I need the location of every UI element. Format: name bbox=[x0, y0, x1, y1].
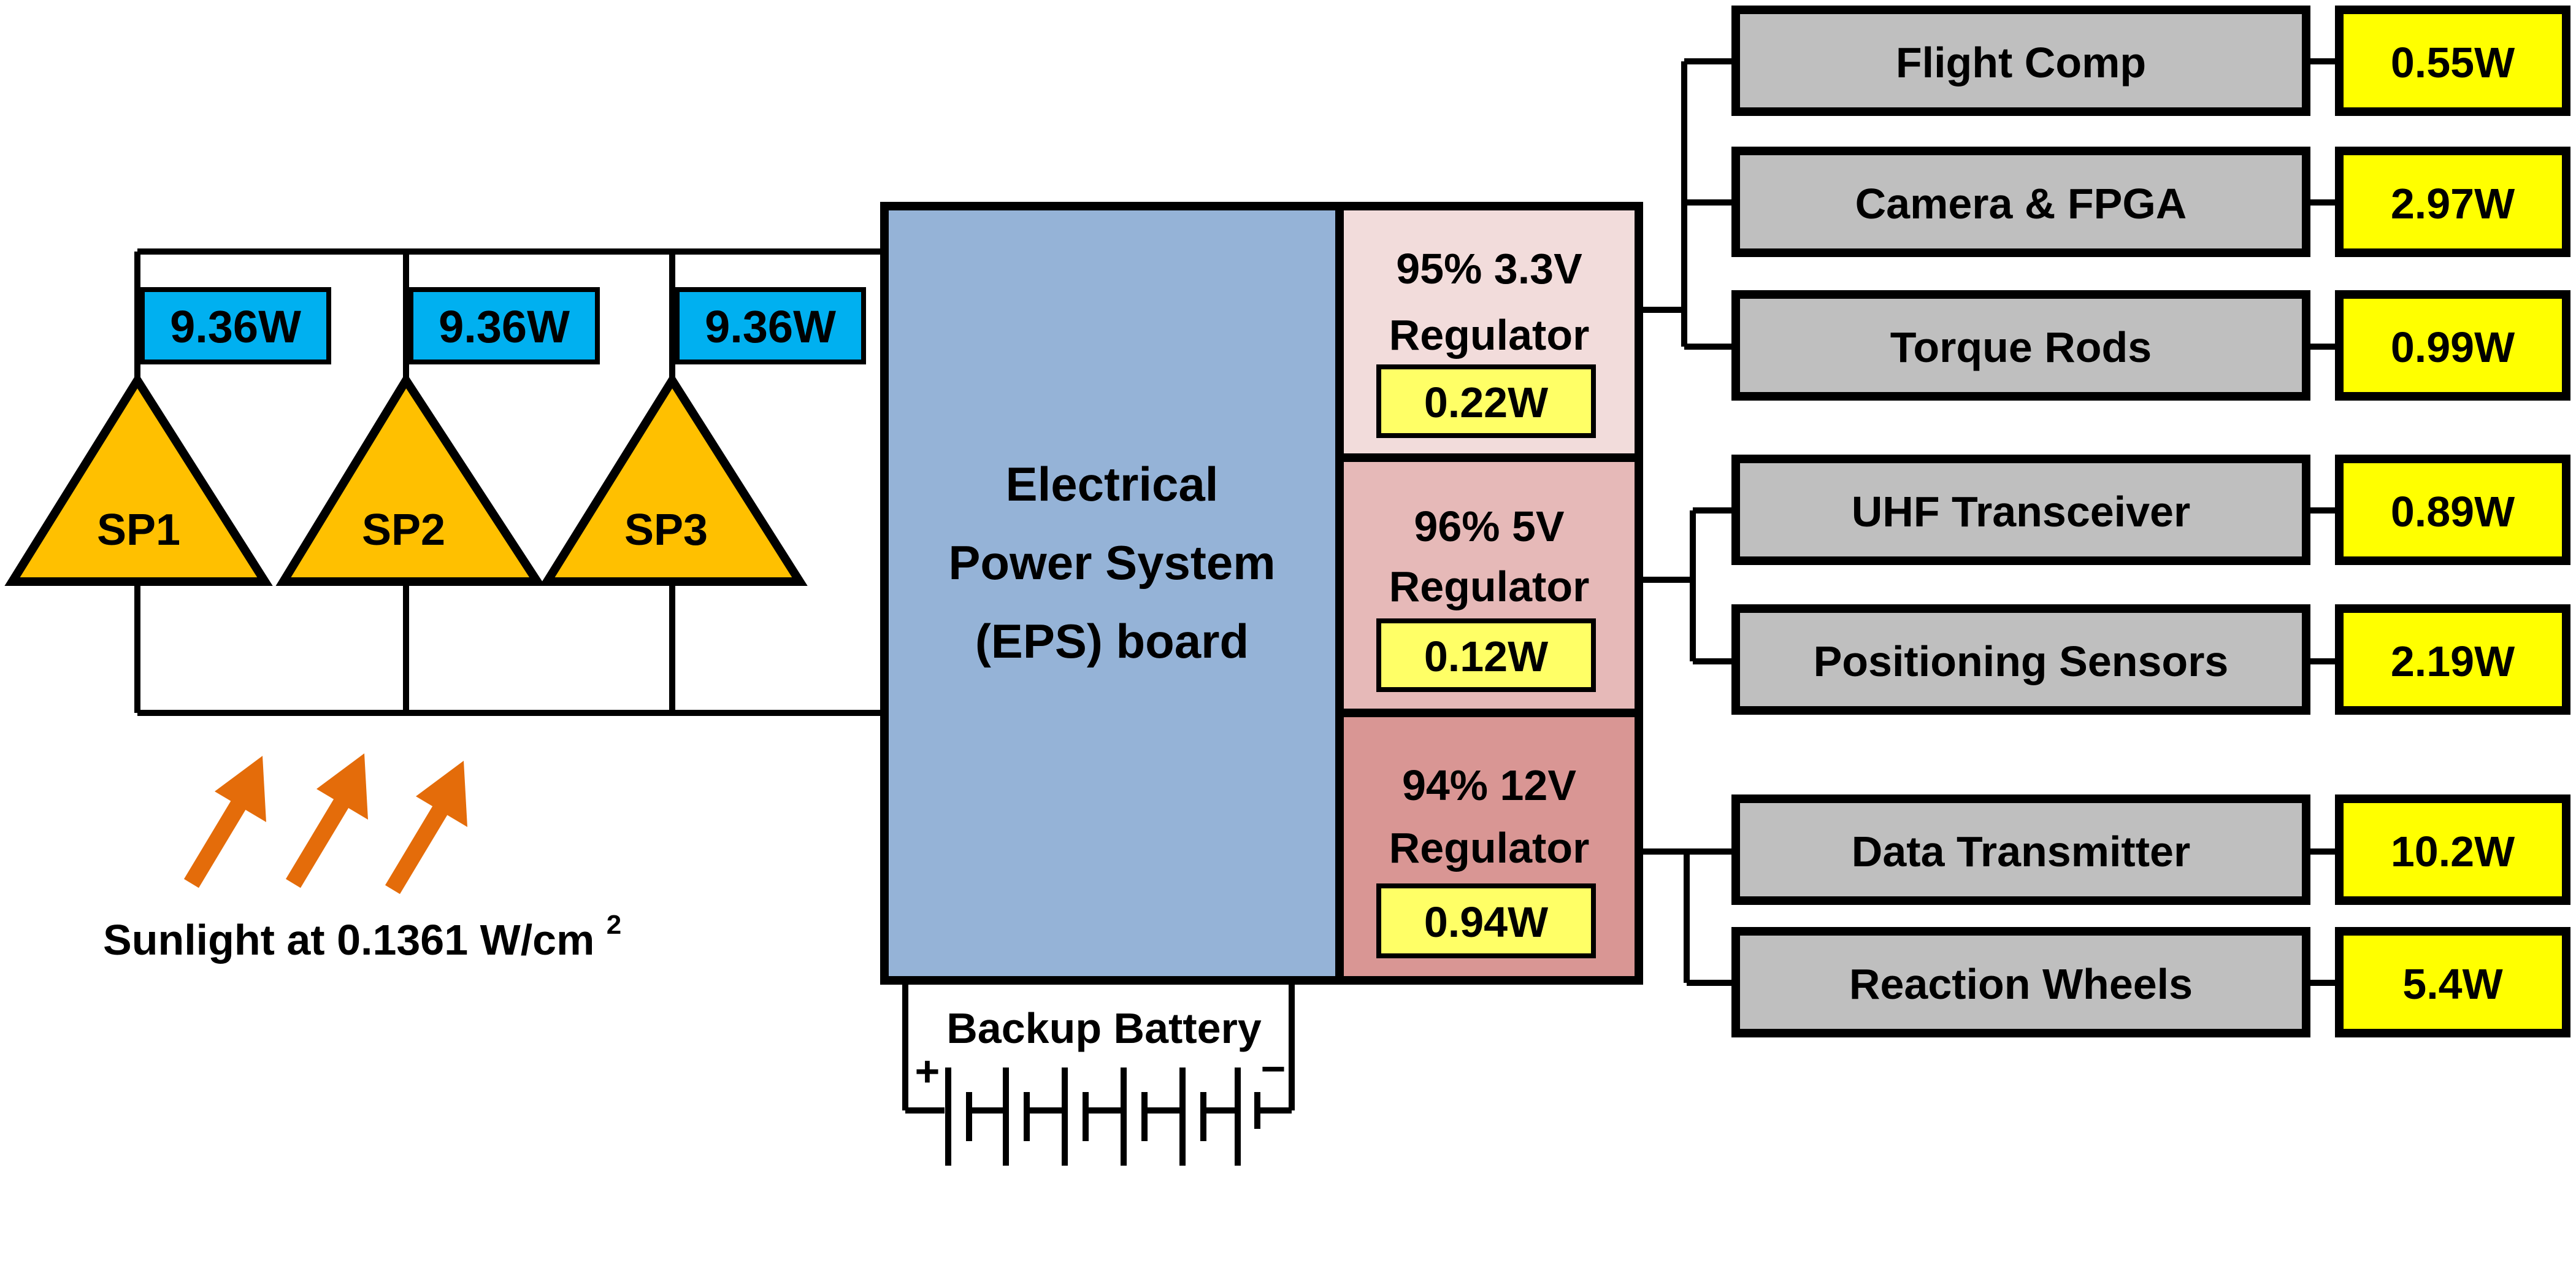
load-camera-fpga: Camera & FPGA 2.97W bbox=[1731, 147, 2570, 257]
sunlight-label-superscript: 2 bbox=[607, 910, 621, 940]
solar-panel-power: 9.36W bbox=[439, 301, 570, 352]
regulator-loss-box bbox=[1376, 618, 1596, 692]
load-power-box bbox=[2335, 6, 2570, 116]
regulator-loss: 0.22W bbox=[1424, 379, 1548, 426]
load-power: 10.2W bbox=[2391, 828, 2515, 875]
load-name: Torque Rods bbox=[1890, 323, 2152, 371]
regulator-label: Regulator bbox=[1389, 824, 1590, 872]
solar-panel-label: SP1 bbox=[97, 506, 180, 555]
load-box bbox=[1731, 290, 2310, 401]
load-power: 0.99W bbox=[2391, 323, 2515, 371]
load-box bbox=[1731, 6, 2310, 116]
regulator-3v3: 95% 3.3V Regulator 0.22W bbox=[1335, 202, 1643, 462]
load-box bbox=[1731, 927, 2310, 1037]
load-power-box bbox=[2335, 147, 2570, 257]
battery-plus-icon: + bbox=[915, 1047, 940, 1095]
solar-panel-power: 9.36W bbox=[170, 301, 301, 352]
sunlight-arrow-icon bbox=[285, 753, 368, 888]
battery-cells-icon bbox=[945, 1068, 1260, 1166]
load-name: Data Transmitter bbox=[1852, 828, 2190, 875]
regulator-label: Regulator bbox=[1389, 311, 1590, 359]
load-power: 0.89W bbox=[2391, 488, 2515, 536]
solar-panel-power-tag bbox=[140, 287, 331, 364]
load-positioning-sensors: Positioning Sensors 2.19W bbox=[1731, 604, 2570, 715]
load-torque-rods: Torque Rods 0.99W bbox=[1731, 290, 2570, 401]
sunlight-arrow-icon bbox=[183, 756, 266, 888]
load-power-box bbox=[2335, 290, 2570, 401]
solar-panel-3: SP3 9.36W bbox=[539, 287, 866, 586]
load-power: 0.55W bbox=[2391, 39, 2515, 87]
solar-panel-label: SP2 bbox=[362, 506, 445, 555]
load-uhf-transceiver: UHF Transceiver 0.89W bbox=[1731, 455, 2570, 565]
sunlight-arrow-icon bbox=[385, 761, 467, 894]
load-name: Flight Comp bbox=[1896, 39, 2146, 87]
load-power-box bbox=[2335, 794, 2570, 905]
solar-panel-2: SP2 9.36W bbox=[275, 287, 600, 586]
backup-battery: Backup Battery + − bbox=[902, 980, 1295, 1166]
solar-panel-label: SP3 bbox=[624, 506, 708, 555]
sunlight-label: Sunlight at 0.1361 W/cm 2 bbox=[103, 910, 621, 964]
load-power: 2.97W bbox=[2391, 180, 2515, 228]
load-box bbox=[1731, 794, 2310, 905]
load-name: Positioning Sensors bbox=[1814, 637, 2229, 685]
regulator-label: Regulator bbox=[1389, 563, 1590, 610]
regulator-loss-box bbox=[1376, 883, 1596, 958]
battery-label: Backup Battery bbox=[946, 1004, 1262, 1052]
solar-panel-triangle bbox=[4, 372, 273, 586]
load-box bbox=[1731, 604, 2310, 715]
solar-panel-1: SP1 9.36W bbox=[4, 287, 331, 586]
regulator-efficiency: 96% 5V bbox=[1414, 502, 1564, 550]
regulator-5v: 96% 5V Regulator 0.12W bbox=[1335, 453, 1643, 717]
solar-panel-triangle bbox=[275, 372, 545, 586]
load-data-transmitter: Data Transmitter 10.2W bbox=[1731, 794, 2570, 905]
load-reaction-wheels: Reaction Wheels 5.4W bbox=[1731, 927, 2570, 1037]
eps-board-title-line2: Power System bbox=[948, 536, 1275, 590]
solar-panel-triangle bbox=[539, 372, 808, 586]
solar-panel-power-tag bbox=[408, 287, 600, 364]
regulator-efficiency: 95% 3.3V bbox=[1396, 245, 1582, 293]
load-box bbox=[1731, 147, 2310, 257]
load-power-box bbox=[2335, 604, 2570, 715]
regulator-loss: 0.12W bbox=[1424, 633, 1548, 680]
load-power: 5.4W bbox=[2402, 960, 2502, 1008]
eps-board bbox=[880, 202, 1344, 985]
eps-board-title-line1: Electrical bbox=[1006, 457, 1219, 511]
eps-board-title-line3: (EPS) board bbox=[975, 614, 1249, 668]
solar-array-wiring bbox=[134, 248, 883, 716]
regulator-loss: 0.94W bbox=[1424, 898, 1548, 946]
load-name: UHF Transceiver bbox=[1852, 488, 2190, 536]
load-power: 2.19W bbox=[2391, 637, 2515, 685]
regulator-efficiency: 94% 12V bbox=[1402, 761, 1576, 809]
load-power-box bbox=[2335, 455, 2570, 565]
load-box bbox=[1731, 455, 2310, 565]
load-power-box bbox=[2335, 927, 2570, 1037]
solar-panel-power: 9.36W bbox=[705, 301, 836, 352]
regulator-12v: 94% 12V Regulator 0.94W bbox=[1335, 709, 1643, 985]
sunlight-arrows bbox=[183, 753, 467, 894]
load-flight-comp: Flight Comp 0.55W bbox=[1731, 6, 2570, 116]
load-name: Reaction Wheels bbox=[1849, 960, 2193, 1008]
regulator-loss-box bbox=[1376, 364, 1596, 438]
load-name: Camera & FPGA bbox=[1855, 180, 2187, 228]
load-wiring bbox=[1639, 58, 2339, 986]
sunlight-label-text: Sunlight at 0.1361 W/cm bbox=[103, 916, 594, 964]
battery-minus-icon: − bbox=[1261, 1045, 1286, 1093]
solar-panel-power-tag bbox=[675, 287, 866, 364]
